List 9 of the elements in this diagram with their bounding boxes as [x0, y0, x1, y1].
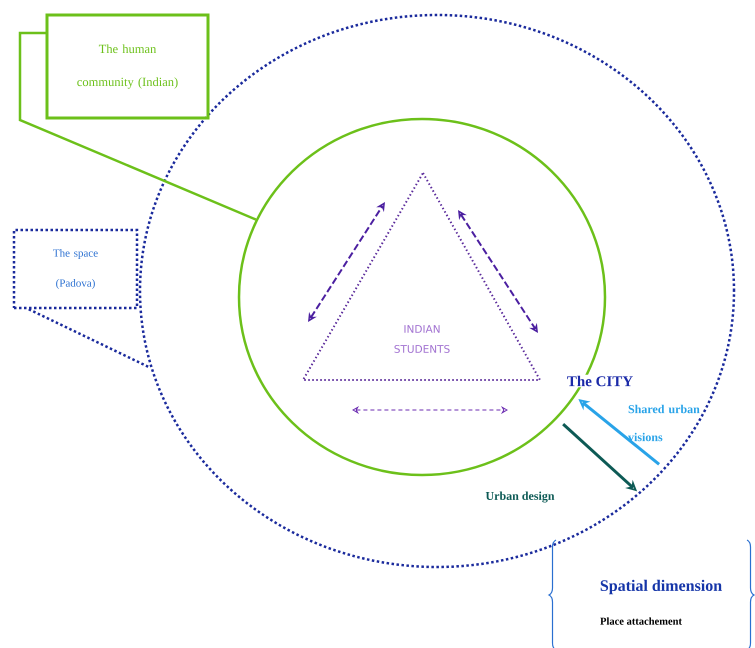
leader-line — [18, 32, 256, 221]
edge-label: Shared urban visions — [628, 404, 700, 442]
leader-line — [28, 308, 151, 369]
callout-box: The space (Padova) — [12, 228, 138, 310]
city-label: The CITY — [566, 374, 634, 388]
edge-label: Urban design — [486, 492, 554, 502]
subheading: Place attachement — [600, 617, 682, 625]
heading: Spatial dimension — [600, 580, 722, 594]
callout-box: The human community (Indian) — [46, 14, 210, 120]
